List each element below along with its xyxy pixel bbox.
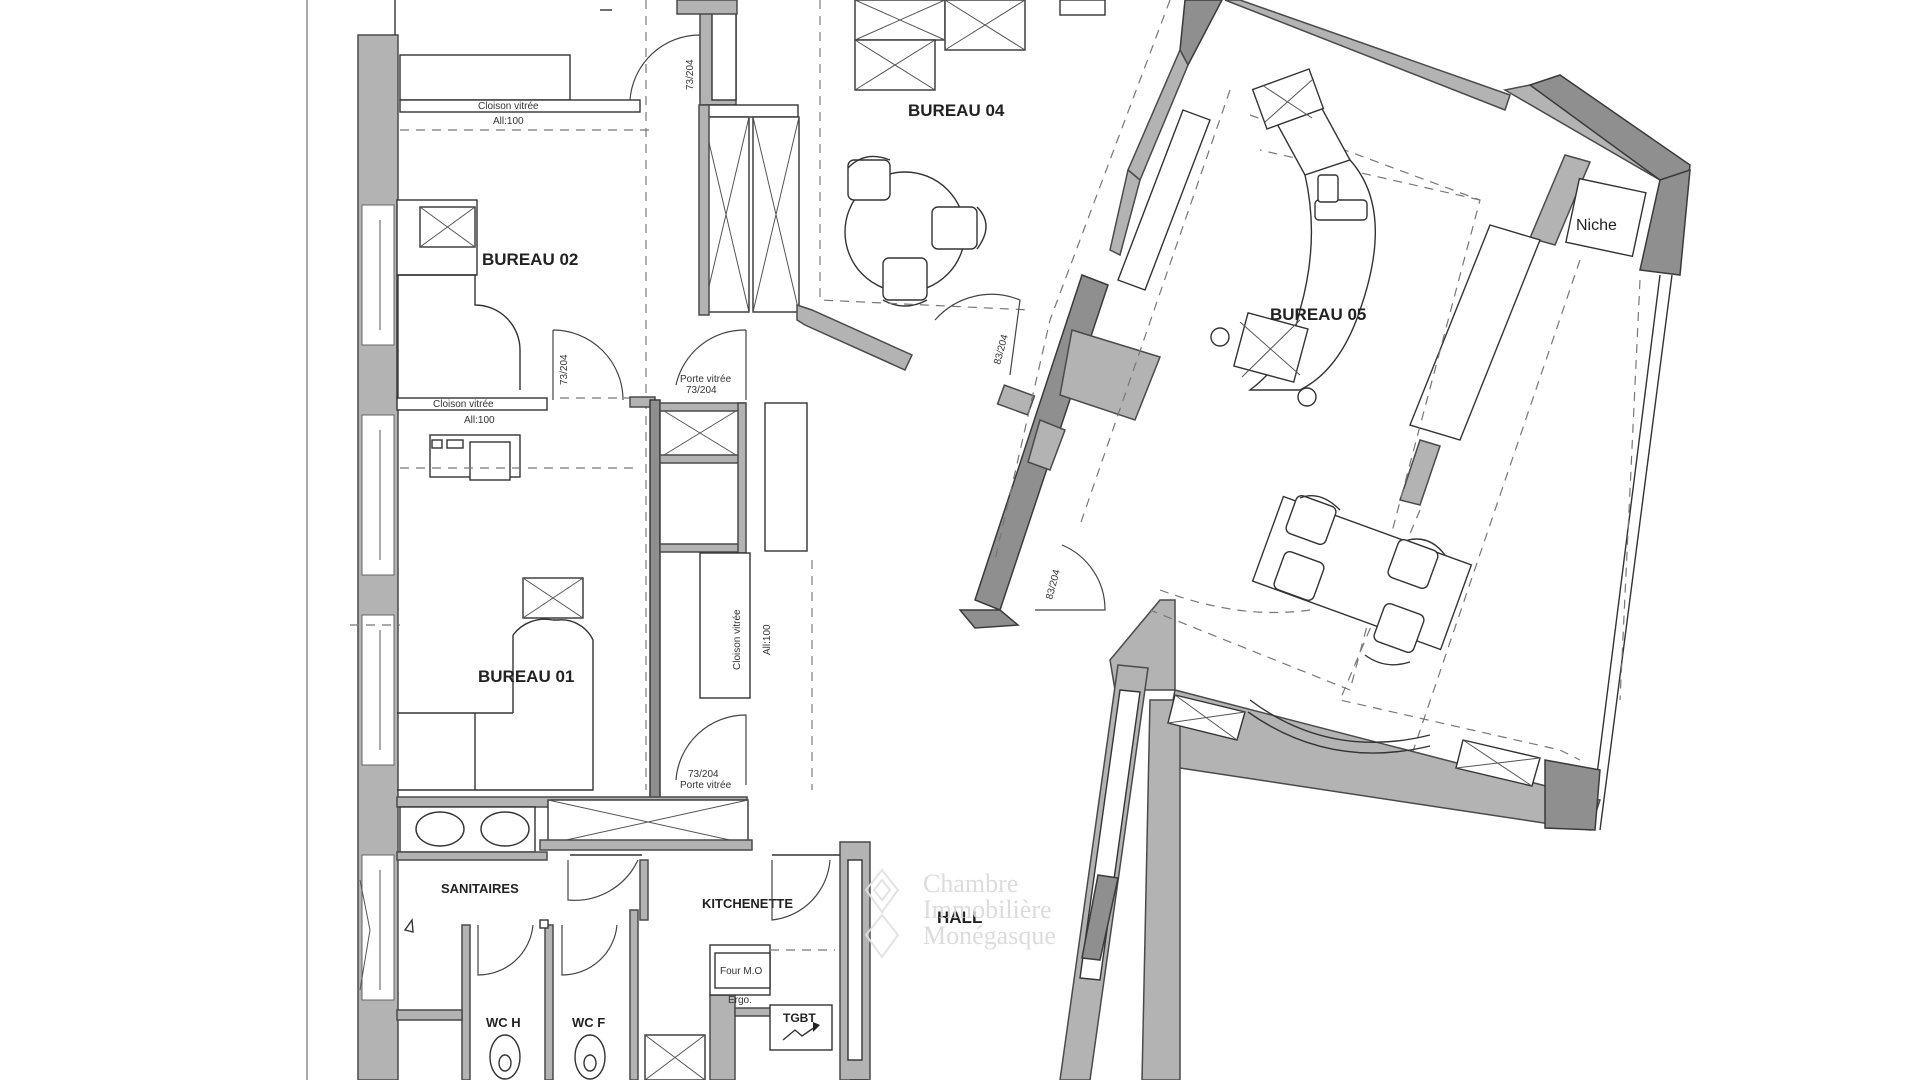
- diagonal-wall: 83/204: [958, 0, 1231, 691]
- partition-label: Cloison vitrée: [433, 399, 494, 410]
- partition-label: Cloison vitrée: [478, 101, 539, 112]
- door-label: Porte vitrée: [680, 374, 732, 385]
- height-label: All:100: [493, 116, 524, 127]
- sanitaires: SANITAIRES WC H WC F: [359, 796, 753, 1080]
- cupboard-upper: [676, 0, 800, 316]
- watermark: Chambre Immobilière Monégasque: [864, 868, 1056, 959]
- door-dimension: 83/204: [992, 333, 1011, 366]
- door-dimension: 73/204: [688, 769, 719, 780]
- bureau-02: BUREAU 02 73/204 Cloison vitrée All:100: [396, 199, 650, 426]
- room-label-bureau-01: BUREAU 01: [478, 667, 574, 686]
- bureau-01: BUREAU 01: [350, 434, 640, 791]
- room-label-kitchenette: KITCHENETTE: [702, 896, 793, 911]
- room-label-wc-h: WC H: [486, 1015, 521, 1030]
- appliance-label-oven: Four M.O: [720, 966, 762, 977]
- room-label-bureau-02: BUREAU 02: [482, 250, 578, 269]
- door-label: Porte vitrée: [680, 780, 732, 791]
- panel-label-tgbt: TGBT: [783, 1011, 816, 1025]
- kitchenette: KITCHENETTE Four M.O Ergo. TGBT: [639, 841, 871, 1080]
- height-label: All:100: [464, 415, 495, 426]
- hall-right-wall: [1059, 664, 1149, 1080]
- appliance-label-ergo: Ergo.: [728, 995, 752, 1006]
- door-dimension: 73/204: [686, 385, 717, 396]
- bureau-05: Niche BUREAU 05: [1141, 0, 1691, 1080]
- watermark-line-2: Immobilière: [923, 895, 1052, 924]
- room-label-bureau-05: BUREAU 05: [1270, 305, 1366, 324]
- room-label-hall: HALL: [937, 908, 982, 927]
- room-label-niche: Niche: [1576, 217, 1617, 234]
- door-dimension: 73/204: [685, 59, 696, 90]
- watermark-line-1: Chambre: [923, 869, 1018, 898]
- bureau-03-partial: Cloison vitrée All:100: [399, 9, 701, 131]
- corridor-partitions: Cloison vitrée All:100 Porte vitrée 73/2…: [629, 329, 808, 801]
- door-dimension: 73/204: [559, 354, 570, 385]
- partition-label: Cloison vitrée: [732, 609, 743, 670]
- room-label-bureau-04: BUREAU 04: [908, 101, 1005, 120]
- height-label: All:100: [762, 624, 773, 655]
- room-label-wc-f: WC F: [572, 1015, 605, 1030]
- left-exterior-wall: [357, 0, 399, 1080]
- bureau-04: BUREAU 04 83/204: [796, 0, 1106, 376]
- room-label-sanitaires: SANITAIRES: [441, 881, 519, 896]
- watermark-line-3: Monégasque: [923, 921, 1056, 950]
- door-dimension: 83/204: [1044, 568, 1063, 601]
